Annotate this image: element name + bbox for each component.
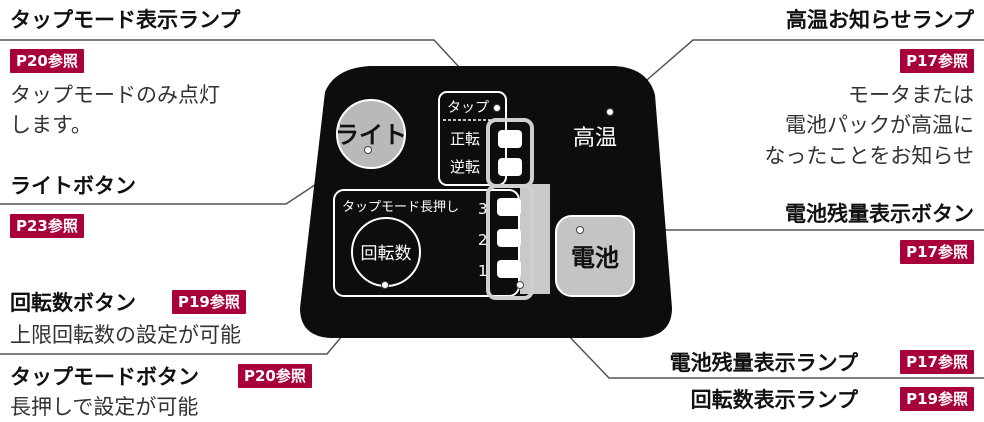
- tap-lamp-title: タップモード表示ランプ: [10, 8, 241, 32]
- battery-lamp-ref[interactable]: P17参照: [900, 350, 974, 374]
- reverse-label: 逆転: [450, 158, 480, 176]
- speed-lamp-3: [497, 198, 521, 216]
- leader-dot: [364, 146, 372, 154]
- tap-mode-button-ref[interactable]: P20参照: [238, 364, 312, 388]
- tap-box-title: タップ: [447, 100, 489, 116]
- tap-mode-button-title: タップモードボタン: [10, 365, 199, 389]
- speed-lamp-title: 回転数表示ランプ: [690, 388, 858, 412]
- tap-lamp-desc-line-1: タップモードのみ点灯: [10, 83, 220, 107]
- battery-lamp-title: 電池残量表示ランプ: [669, 351, 858, 375]
- speed-level-1: 1: [478, 262, 488, 280]
- forward-label: 正転: [450, 130, 480, 148]
- temp-lamp-title: 高温お知らせランプ: [786, 8, 974, 32]
- tap-lamp-ref[interactable]: P20参照: [10, 49, 84, 73]
- battery-button-title: 電池残量表示ボタン: [785, 202, 974, 226]
- light-button-title: ライトボタン: [10, 174, 136, 198]
- light-button[interactable]: [336, 99, 406, 169]
- speed-lamp-2: [497, 229, 521, 247]
- battery-button-ref[interactable]: P17参照: [900, 240, 974, 264]
- leader-dot: [381, 281, 389, 289]
- light-button-label: ライト: [335, 121, 407, 149]
- tap-lamp-desc-line-2: します。: [10, 113, 92, 138]
- light-button-ref[interactable]: P23参照: [10, 214, 84, 238]
- tap-lamp-desc: タップモードのみ点灯 します。: [10, 80, 220, 141]
- temp-lamp-desc-line-1: モータまたは: [848, 83, 974, 107]
- battery-button-label: 電池: [571, 244, 619, 272]
- speed-lamp-1: [497, 260, 521, 278]
- speed-level-3: 3: [478, 200, 488, 218]
- lamp-column-outline: [486, 184, 534, 300]
- forward-lamp: [498, 130, 522, 148]
- speed-button-title: 回転数ボタン: [10, 291, 136, 315]
- reverse-lamp: [498, 158, 522, 176]
- leader-dot: [493, 104, 501, 112]
- tap-mode-button-desc: 長押しで設定が可能: [10, 395, 199, 419]
- leader-dot: [576, 226, 584, 234]
- speed-button-label: 回転数: [361, 244, 412, 264]
- battery-indicator-bar: [520, 184, 550, 294]
- speed-button-ref[interactable]: P19参照: [172, 290, 246, 314]
- high-temp-lamp-label: 高温: [573, 126, 617, 151]
- leader-dot: [516, 281, 524, 289]
- temp-lamp-desc-line-2: 電池パックが高温に: [785, 113, 974, 138]
- speed-lamp-ref[interactable]: P19参照: [900, 387, 974, 411]
- temp-lamp-ref[interactable]: P17参照: [900, 49, 974, 73]
- speed-level-2: 2: [478, 231, 488, 249]
- battery-button[interactable]: [555, 215, 635, 297]
- temp-lamp-desc: モータまたは 電池パックが高温に なったことをお知らせ: [764, 80, 974, 171]
- temp-lamp-desc-line-3: なったことをお知らせ: [764, 143, 974, 168]
- tap-mode-long-press-label: タップモード長押し: [342, 200, 459, 215]
- speed-button-desc: 上限回転数の設定が可能: [10, 323, 241, 347]
- leader-dot: [606, 108, 614, 116]
